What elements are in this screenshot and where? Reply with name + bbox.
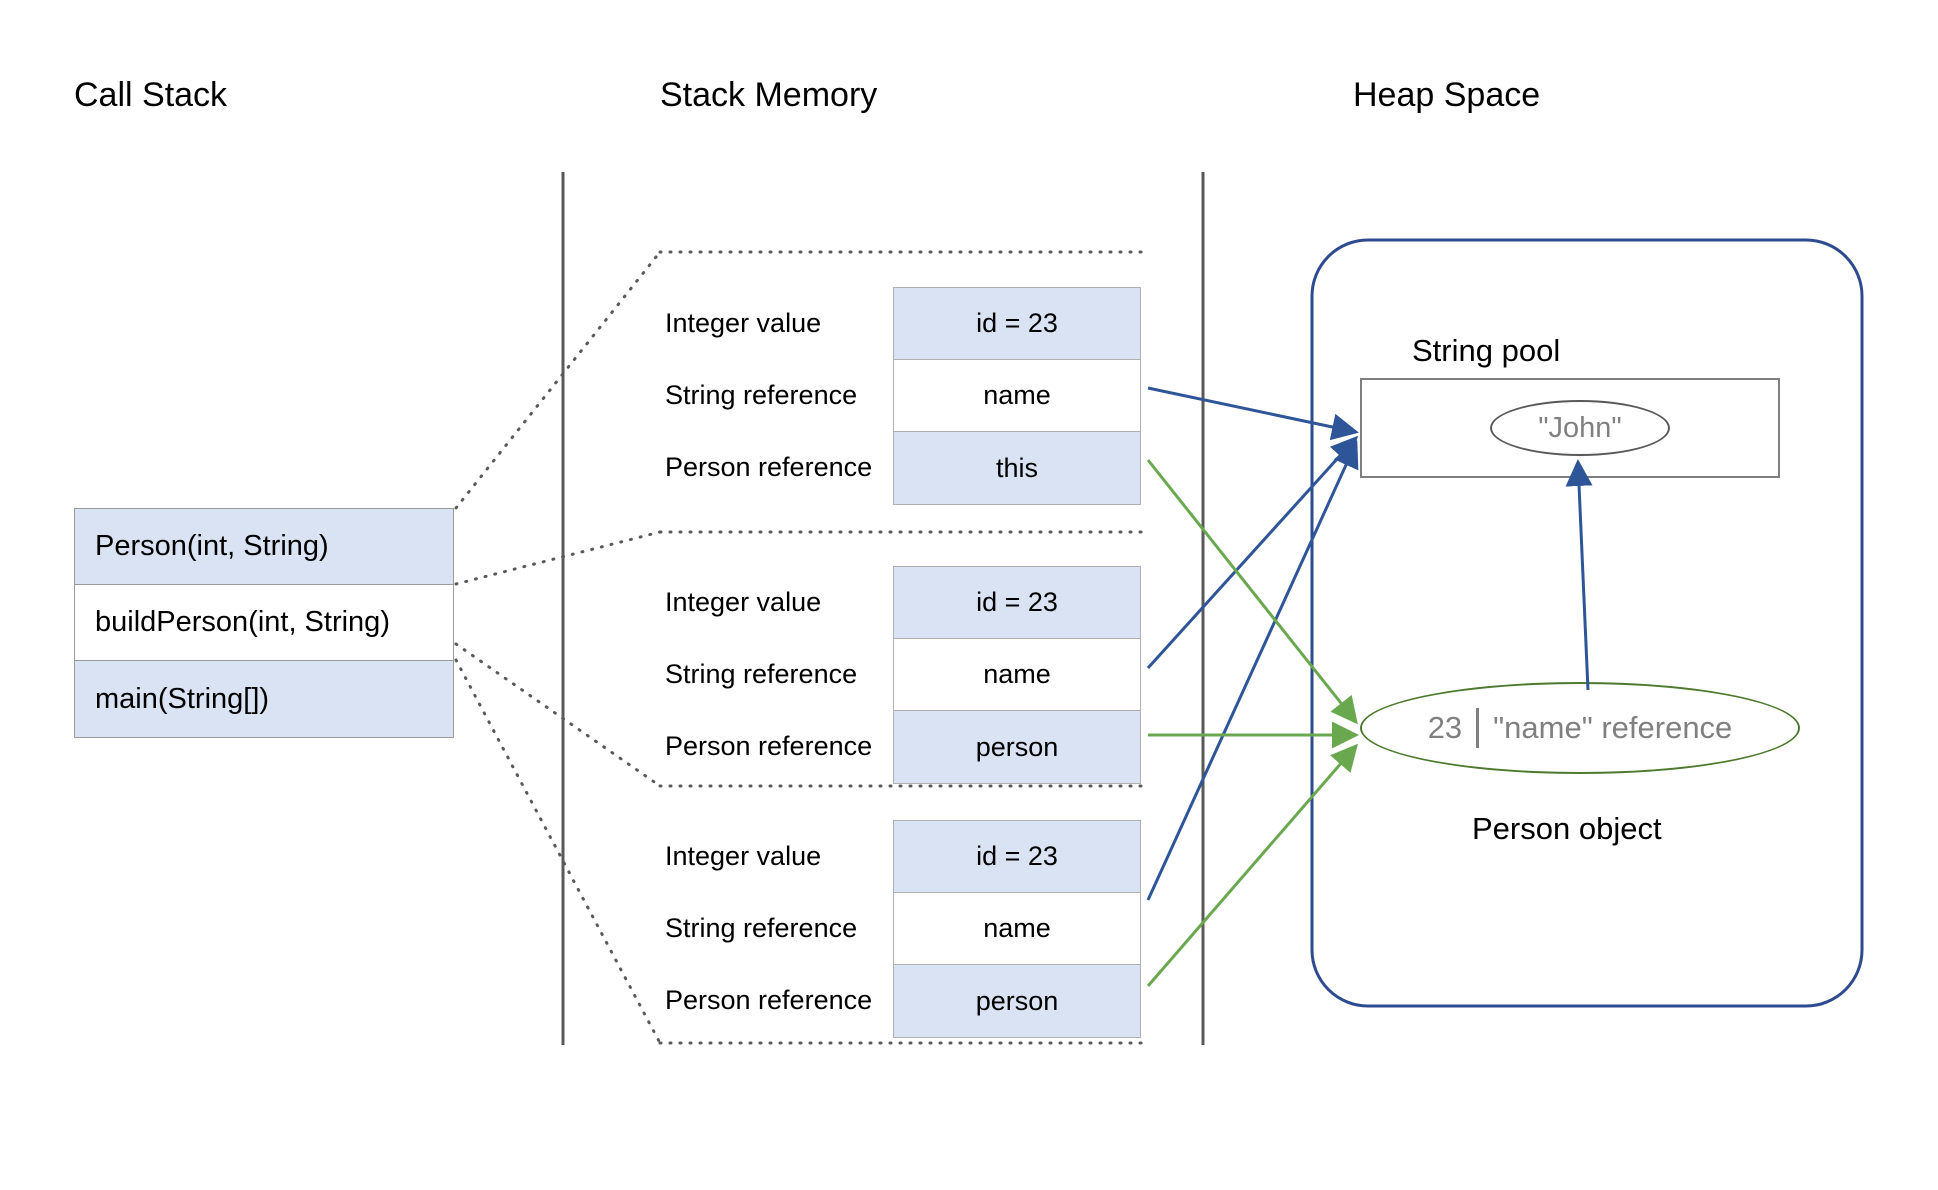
row-label-string-reference: String reference <box>665 379 858 410</box>
row-label-person-reference: Person reference <box>665 984 873 1015</box>
cell-person-reference[interactable]: this <box>894 432 1140 504</box>
person-object-label: Person object <box>1472 811 1662 846</box>
string-literal-john[interactable]: "John" <box>1490 400 1670 456</box>
leader-main-frame-top <box>454 642 662 788</box>
row-label-string-reference: String reference <box>665 658 858 689</box>
row-label-integer-value: Integer value <box>665 840 822 871</box>
heading-heap-space: Heap Space <box>1353 76 1541 114</box>
row-label-string-reference: String reference <box>665 912 858 943</box>
cell-id-value[interactable]: id = 23 <box>894 567 1140 639</box>
cell-name-reference[interactable]: name <box>894 360 1140 432</box>
row-label-person-reference: Person reference <box>665 730 873 761</box>
leader-buildperson-frame <box>454 530 662 586</box>
row-label-person-reference: Person reference <box>665 451 873 482</box>
cell-name-reference[interactable]: name <box>894 893 1140 965</box>
person-name-reference: "name" reference <box>1493 710 1733 745</box>
arrow-this-ref-frame1-to-person-object <box>1146 459 1358 725</box>
row-label-integer-value: Integer value <box>665 307 822 338</box>
heap-container-outline <box>1310 238 1864 1008</box>
arrow-name-ref-frame1-to-string-pool <box>1147 386 1359 441</box>
arrow-name-ref-frame3-to-string-pool <box>1146 440 1359 901</box>
person-object-ellipse[interactable]: 23 "name" reference <box>1360 682 1800 774</box>
stack-frame-2-labels: Integer value String reference Person re… <box>665 566 895 782</box>
stack-frame-1-cells: id = 23 name this <box>893 287 1141 505</box>
field-divider <box>1476 708 1480 748</box>
cell-person-reference[interactable]: person <box>894 711 1140 783</box>
stack-frame-3-cells: id = 23 name person <box>893 820 1141 1038</box>
person-id-value: 23 <box>1427 710 1463 745</box>
stack-frame-2-cells: id = 23 name person <box>893 566 1141 784</box>
call-stack-frame-buildperson[interactable]: buildPerson(int, String) <box>75 585 453 661</box>
call-stack-list: Person(int, String) buildPerson(int, Str… <box>74 508 454 738</box>
cell-id-value[interactable]: id = 23 <box>894 821 1140 893</box>
heading-call-stack: Call Stack <box>74 76 228 114</box>
cell-id-value[interactable]: id = 23 <box>894 288 1140 360</box>
call-stack-frame-person[interactable]: Person(int, String) <box>75 509 453 585</box>
arrow-name-ref-frame2-to-string-pool <box>1146 435 1359 670</box>
call-stack-frame-main[interactable]: main(String[]) <box>75 661 453 737</box>
heading-stack-memory: Stack Memory <box>660 76 878 114</box>
row-label-integer-value: Integer value <box>665 586 822 617</box>
arrow-person-name-to-john <box>1565 459 1593 691</box>
leader-main-frame-bottom <box>454 658 662 1045</box>
cell-name-reference[interactable]: name <box>894 639 1140 711</box>
string-pool-label: String pool <box>1412 333 1561 368</box>
arrow-person-ref-frame3-to-person-object <box>1146 743 1358 987</box>
stack-frame-1-labels: Integer value String reference Person re… <box>665 287 895 503</box>
cell-person-reference[interactable]: person <box>894 965 1140 1037</box>
stack-frame-3-labels: Integer value String reference Person re… <box>665 820 895 1036</box>
leader-person-frame <box>454 250 662 510</box>
